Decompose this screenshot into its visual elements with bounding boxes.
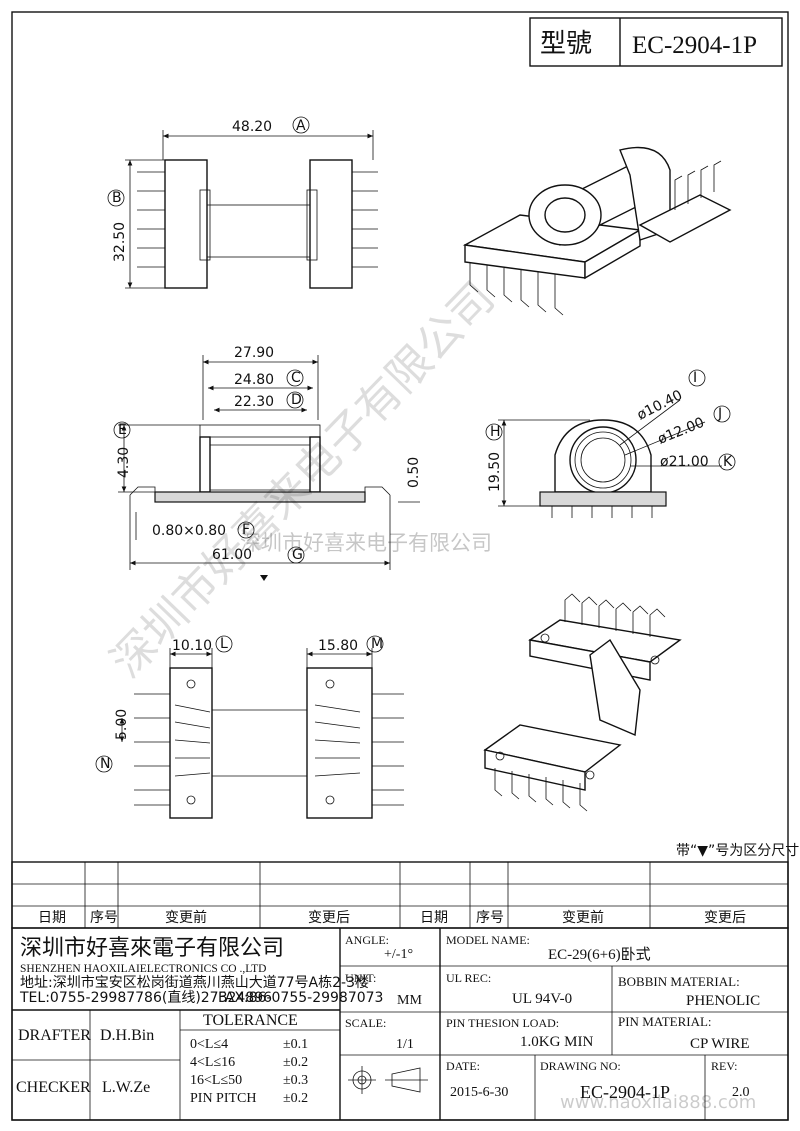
rev-header-date-1: 日期 — [38, 910, 66, 926]
title-block: 深圳市好喜來電子有限公司 SHENZHEN HAOXILAIELECTRONIC… — [11, 927, 789, 1121]
dim-L-letter: L — [220, 636, 228, 652]
model-header-label: 型號 — [540, 29, 592, 58]
rev-header-before-1: 变更前 — [165, 909, 207, 926]
tolerance-row-1-range: 0<L≤4 — [190, 1037, 228, 1052]
front-view: 27.90 24.80 C 22.30 D 4.30 E 0.50 0.80×0… — [113, 345, 422, 581]
dim-top-value: 27.90 — [234, 345, 274, 361]
dim-N-letter: N — [100, 756, 110, 772]
dim-M-value: 15.80 — [318, 638, 358, 654]
dim-D-value: 22.30 — [234, 394, 274, 410]
company-name-cn: 深圳市好喜來電子有限公司 — [20, 935, 284, 960]
dim-J-value: ø12.00 — [656, 415, 707, 448]
dim-A-value: 48.20 — [232, 119, 272, 135]
dim-K-value: ø21.00 — [660, 454, 709, 470]
dim-C-value: 24.80 — [234, 372, 274, 388]
distinguish-note: 带“▼”号为区分尺寸 — [676, 843, 799, 859]
rev-header-date-2: 日期 — [420, 910, 448, 926]
company-fax: FAX:86-0755-29987073 — [218, 990, 383, 1006]
company-tel: TEL:0755-29987786(直线)27324896 — [19, 989, 272, 1006]
dim-L-value: 10.10 — [172, 638, 212, 654]
model-header-value: EC-2904-1P — [632, 32, 757, 59]
distinguish-mark-icon — [260, 575, 268, 581]
tolerance-row-4-value: ±0.2 — [283, 1091, 308, 1106]
bobbin-label: BOBBIN MATERIAL: — [618, 974, 740, 989]
company-name-en: SHENZHEN HAOXILAIELECTRONICS CO .,LTD — [20, 963, 267, 975]
dim-B-value: 32.50 — [112, 222, 128, 262]
dim-E-letter: E — [118, 422, 127, 438]
model-name-label: MODEL NAME: — [446, 933, 530, 947]
dim-A-circle — [292, 116, 310, 134]
dim-H-value: 19.50 — [487, 452, 503, 492]
unit-value: MM — [397, 993, 422, 1008]
tolerance-row-3-value: ±0.3 — [283, 1073, 308, 1088]
dim-I-letter: I — [693, 370, 697, 386]
dim-D-letter: D — [291, 392, 302, 408]
drawing-no-label: DRAWING NO: — [540, 1059, 621, 1073]
bottom-view: 10.10 L 15.80 M 5.00 N — [95, 635, 404, 819]
revision-table: 日期 序号 变更前 变更后 日期 序号 变更前 变更后 — [11, 861, 789, 929]
dim-side-small-value: 0.50 — [406, 457, 422, 488]
tolerance-row-4-range: PIN PITCH — [190, 1091, 257, 1106]
dim-B-letter: B — [112, 190, 122, 206]
dim-H-letter: H — [490, 424, 501, 440]
top-view: 48.20 A 32.50 B — [107, 116, 378, 289]
dim-M-letter: M — [371, 636, 383, 652]
company-address: 地址:深圳市宝安区松岗街道燕川燕山大道77号A栋2-3楼 — [20, 974, 369, 991]
watermark-bottom: www.haoxilai888.com — [560, 1092, 756, 1113]
rev-header-before-2: 变更前 — [562, 909, 604, 926]
model-header: 型號 EC-2904-1P — [529, 17, 783, 67]
rev-header-after-2: 变更后 — [704, 910, 746, 926]
dim-E-value: 4.30 — [116, 447, 132, 478]
isometric-view-top — [462, 146, 732, 316]
rev-header-after-1: 变更后 — [308, 910, 350, 926]
dim-G-value: 61.00 — [212, 547, 252, 563]
tolerance-title: TOLERANCE — [203, 1012, 298, 1029]
rev-label: REV: — [711, 1059, 737, 1073]
dim-C-letter: C — [291, 370, 301, 386]
tolerance-row-2-range: 4<L≤16 — [190, 1055, 235, 1070]
tolerance-row-1-value: ±0.1 — [283, 1037, 308, 1052]
tolerance-row-3-range: 16<L≤50 — [190, 1073, 242, 1088]
dim-K-letter: K — [723, 454, 733, 470]
drafter-name: D.H.Bin — [100, 1027, 154, 1044]
dim-N-value: 5.00 — [114, 709, 130, 740]
scale-value: 1/1 — [396, 1037, 414, 1052]
watermark-diagonal: 深圳市好喜来电子有限公司 — [101, 272, 504, 687]
dim-A-letter: A — [296, 118, 306, 134]
unit-label: UNIT: — [345, 971, 376, 985]
pin-load-value: 1.0KG MIN — [520, 1034, 593, 1050]
rev-header-seq-2: 序号 — [476, 910, 504, 926]
pin-material-label: PIN MATERIAL: — [618, 1014, 712, 1029]
ul-label: UL REC: — [446, 971, 491, 985]
checker-name: L.W.Ze — [102, 1079, 150, 1096]
drafter-label: DRAFTER — [18, 1027, 91, 1044]
dim-G-letter: G — [292, 547, 303, 563]
isometric-view-bottom — [483, 593, 682, 812]
dim-J-letter: J — [717, 406, 722, 422]
pin-material-value: CP WIRE — [690, 1036, 750, 1052]
date-label: DATE: — [446, 1059, 480, 1073]
ul-value: UL 94V-0 — [512, 991, 572, 1007]
dim-F-letter: F — [242, 522, 250, 538]
rev-header-seq-1: 序号 — [90, 910, 118, 926]
model-name-value: EC-29(6+6)卧式 — [548, 946, 651, 963]
rev-value: 2.0 — [732, 1085, 750, 1100]
drawing-no-value: EC-2904-1P — [580, 1082, 670, 1102]
side-view: 19.50 H ø10.40 I ø12.00 J ø21.00 K — [485, 369, 736, 518]
dim-F-value: 0.80×0.80 — [152, 523, 226, 539]
angle-label: ANGLE: — [345, 933, 389, 947]
pin-load-label: PIN THESION LOAD: — [446, 1016, 559, 1030]
angle-value: +/-1° — [384, 947, 413, 962]
scale-label: SCALE: — [345, 1016, 386, 1030]
bobbin-value: PHENOLIC — [686, 993, 760, 1009]
dim-I-value: ø10.40 — [635, 387, 686, 423]
watermark-center: 深圳市好喜来电子有限公司 — [240, 531, 492, 555]
tolerance-row-2-value: ±0.2 — [283, 1055, 308, 1070]
date-value: 2015-6-30 — [450, 1085, 508, 1100]
projection-symbol-icon — [348, 1066, 428, 1094]
checker-label: CHECKER — [16, 1079, 91, 1096]
